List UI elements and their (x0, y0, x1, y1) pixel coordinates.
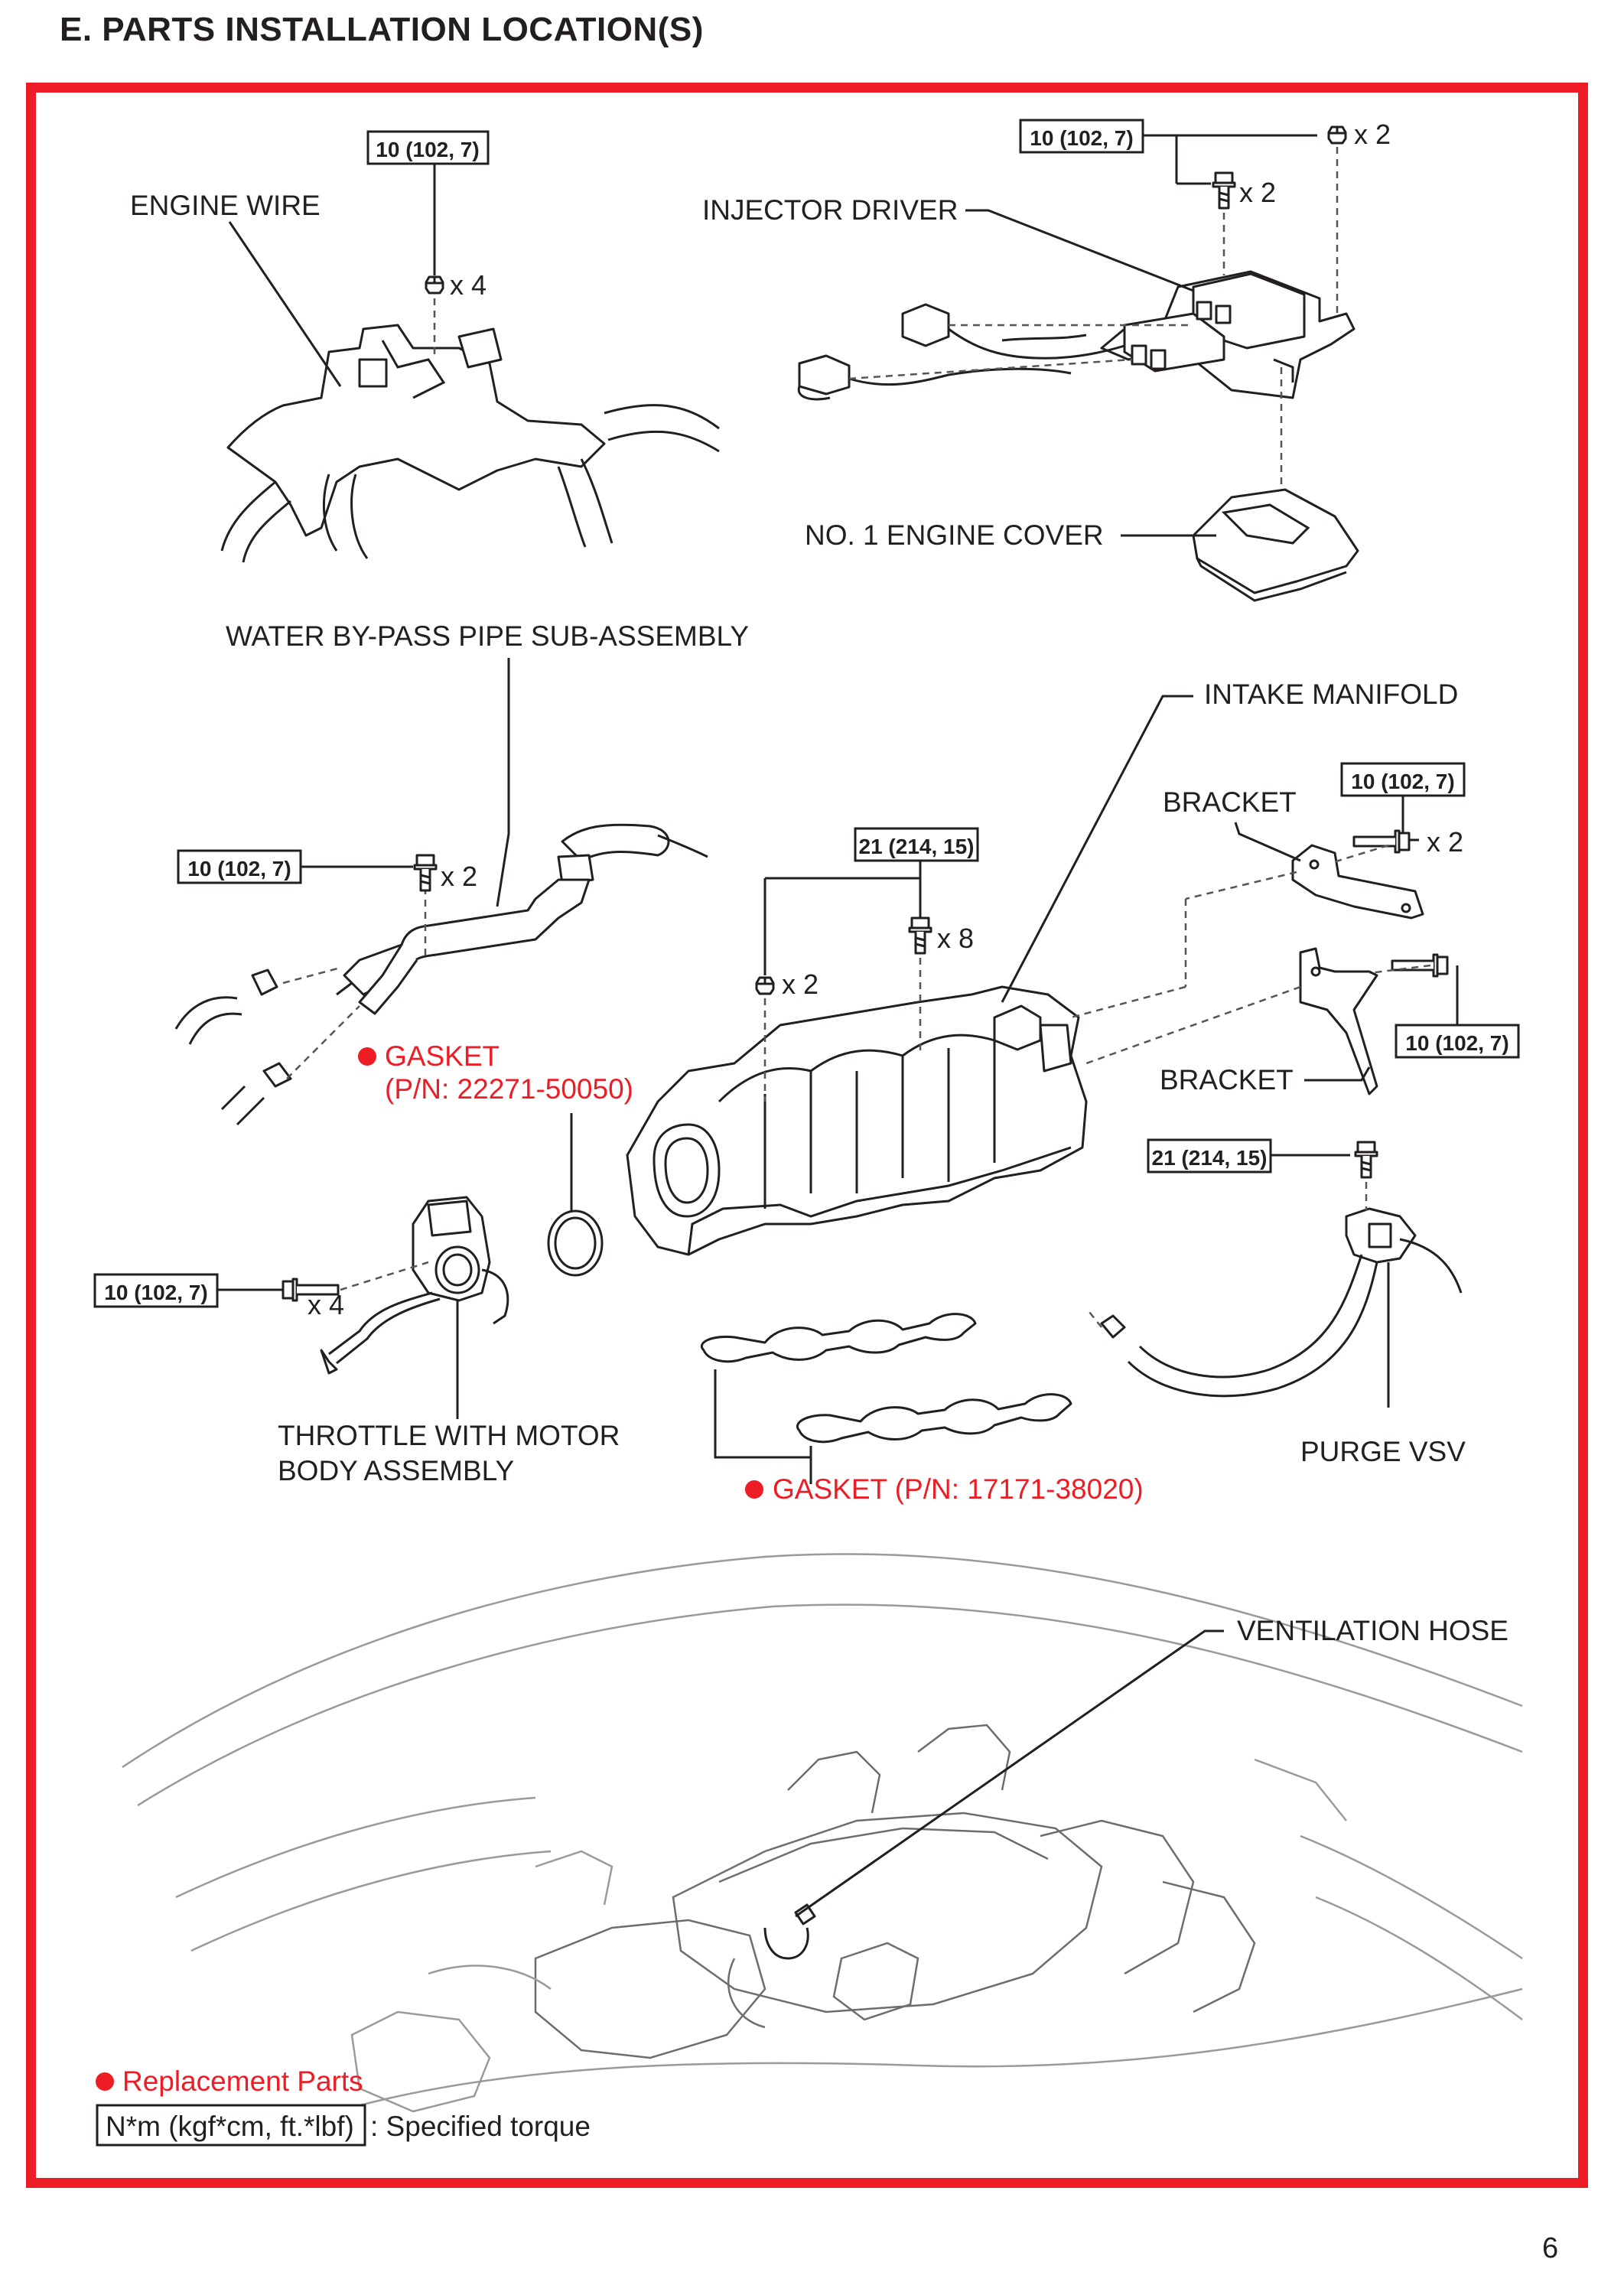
diagram-frame (26, 83, 1588, 2188)
bracket-lower-label: BRACKET (1160, 1064, 1294, 1095)
page-number: 6 (1542, 2232, 1559, 2264)
legend-torque-unit: N*m (kgf*cm, ft.*lbf) (106, 2111, 354, 2142)
engine-wire-torque: 10 (102, 7) (376, 138, 479, 161)
ventilation-hose-label: VENTILATION HOSE (1237, 1615, 1508, 1646)
purge-vsv-torque: 21 (214, 15) (1152, 1146, 1268, 1170)
bracket-lower-torque: 10 (102, 7) (1405, 1031, 1508, 1055)
engine-wire-drawing (220, 324, 720, 563)
nut-icon (425, 275, 444, 295)
legend-torque-description: : Specified torque (370, 2111, 591, 2142)
red-dot-icon (745, 1480, 763, 1499)
bolt-icon (1391, 953, 1449, 978)
intake-manifold-torque: 21 (214, 15) (859, 835, 975, 858)
water-bypass-torque: 10 (102, 7) (187, 857, 291, 881)
intake-manifold-label: INTAKE MANIFOLD (1204, 679, 1458, 710)
purge-vsv-label: PURGE VSV (1300, 1436, 1466, 1467)
engine-cover-label: NO. 1 ENGINE COVER (805, 519, 1104, 551)
nut-icon (755, 976, 775, 995)
water-bypass-label: WATER BY-PASS PIPE SUB-ASSEMBLY (226, 620, 749, 652)
throttle-body-label-2: BODY ASSEMBLY (278, 1455, 514, 1486)
page-title: E. PARTS INSTALLATION LOCATION(S) (60, 11, 704, 48)
intake-gasket-drawing (701, 1313, 1072, 1444)
water-bypass-bolt-qty: x 2 (441, 861, 477, 892)
throttle-gasket-drawing (547, 1209, 604, 1277)
red-dot-icon (358, 1047, 376, 1066)
bracket-upper-drawing (1291, 844, 1424, 920)
bracket-upper-torque: 10 (102, 7) (1351, 770, 1454, 793)
throttle-body-torque: 10 (102, 7) (104, 1281, 207, 1304)
intake-bolt-qty: x 8 (937, 923, 974, 954)
water-bypass-pipe-drawing (174, 823, 708, 1126)
nut-icon (1327, 125, 1347, 145)
injector-nut-qty: x 2 (1354, 119, 1391, 150)
throttle-bolt-qty: x 4 (308, 1289, 344, 1320)
bracket-upper-bolt-qty: x 2 (1427, 826, 1463, 858)
injector-bolt-qty: x 2 (1239, 177, 1276, 208)
engine-cover-drawing (1192, 488, 1359, 602)
purge-vsv-drawing (1100, 1207, 1463, 1398)
bolt-icon (1212, 171, 1236, 210)
legend-replacement-parts: Replacement Parts (122, 2066, 363, 2097)
bracket-upper-label: BRACKET (1163, 786, 1297, 818)
throttle-gasket-part-number: (P/N: 22271-50050) (385, 1073, 633, 1105)
bolt-icon (908, 916, 932, 955)
intake-manifold-drawing (626, 985, 1088, 1256)
intake-nut-qty: x 2 (782, 968, 819, 1000)
throttle-gasket-label: GASKET (385, 1040, 500, 1072)
red-dot-icon (96, 2072, 114, 2091)
throttle-body-label-1: THROTTLE WITH MOTOR (278, 1420, 620, 1451)
engine-wire-nut-qty: x 4 (450, 269, 487, 301)
injector-driver-drawing (797, 270, 1356, 401)
bolt-icon (1354, 1141, 1378, 1179)
engine-wire-label: ENGINE WIRE (130, 190, 321, 221)
bolt-icon (1352, 829, 1411, 854)
engine-bay-drawing (122, 1553, 1523, 2128)
bracket-lower-drawing (1299, 947, 1378, 1095)
throttle-body-drawing (320, 1196, 509, 1375)
intake-gasket-label: GASKET (P/N: 17171-38020) (773, 1473, 1144, 1505)
bolt-icon (413, 854, 438, 892)
injector-driver-label: INJECTOR DRIVER (702, 194, 958, 226)
injector-driver-torque: 10 (102, 7) (1030, 126, 1133, 150)
